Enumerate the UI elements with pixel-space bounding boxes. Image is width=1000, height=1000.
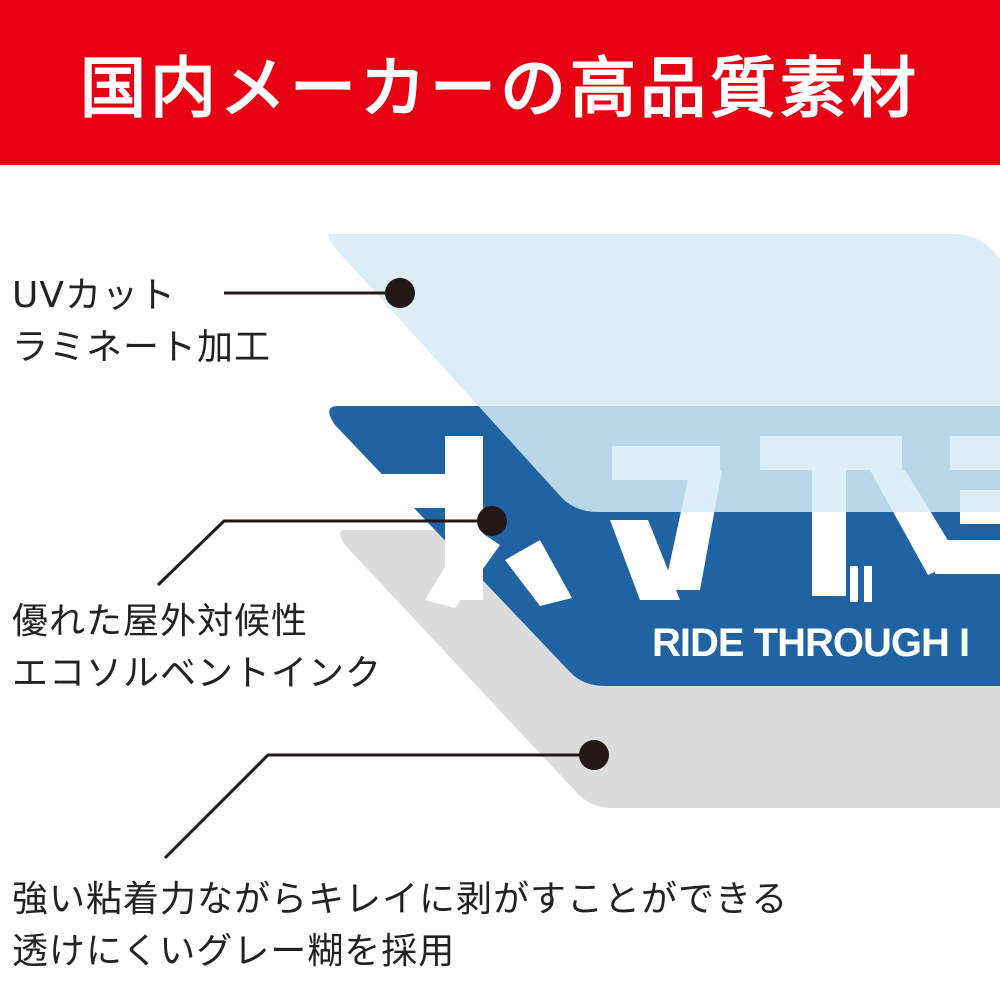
laminate-label-line2: ラミネート加工 bbox=[12, 327, 272, 368]
header-banner: 国内メーカーの高品質素材 bbox=[0, 0, 1000, 165]
glue-label-line2: 透けにくいグレー糊を採用 bbox=[12, 931, 456, 972]
ink-label-line1: 優れた屋外対候性 bbox=[12, 601, 309, 642]
laminate-label: UVカット ラミネート加工 bbox=[12, 270, 271, 374]
glue-leader bbox=[163, 753, 594, 860]
ink-dot bbox=[477, 506, 507, 536]
ink-leader bbox=[156, 519, 492, 587]
ink-label-line2: エコソルベントインク bbox=[12, 653, 383, 694]
leader-lines bbox=[156, 291, 594, 860]
laminate-label-line1: UVカット bbox=[12, 275, 176, 316]
laminate-dot bbox=[385, 278, 415, 308]
header-title: 国内メーカーの高品質素材 bbox=[80, 49, 920, 127]
ink-label: 優れた屋外対候性 エコソルベントインク bbox=[12, 596, 382, 700]
laminate-layer bbox=[328, 234, 1000, 512]
glue-dot bbox=[579, 740, 609, 770]
glue-label: 強い粘着力ながらキレイに剥がすことができる 透けにくいグレー糊を採用 bbox=[12, 874, 788, 978]
glue-label-line1: 強い粘着力ながらキレイに剥がすことができる bbox=[12, 879, 789, 920]
sticker-sub-text: RIDE THROUGH I bbox=[652, 621, 969, 665]
leader-dots bbox=[385, 278, 609, 770]
